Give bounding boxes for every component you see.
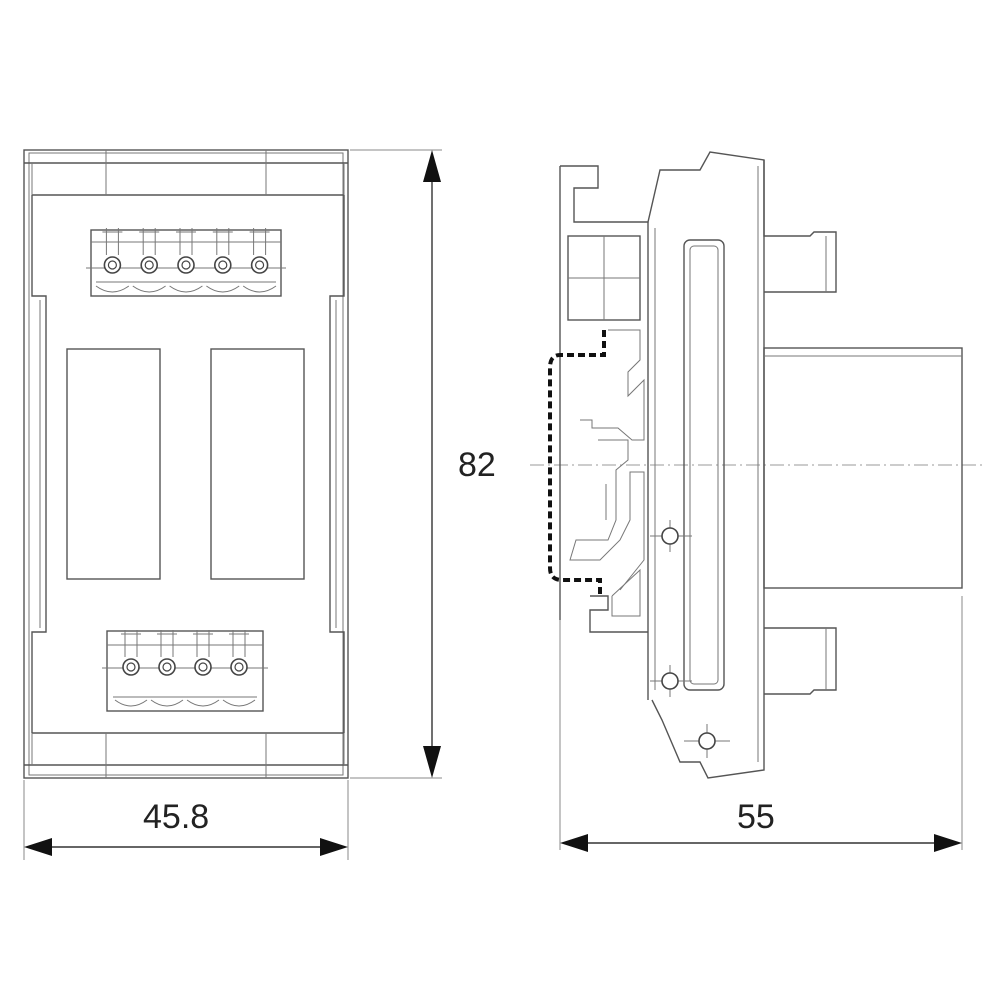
terminal-pin [242, 228, 277, 293]
right-window [210, 348, 305, 580]
bottom-terminal-block [102, 630, 268, 712]
height-dimension-label: 82 [458, 446, 496, 484]
terminal-pin [186, 630, 220, 707]
width-arrow-right [320, 838, 348, 856]
terminal-pin [206, 228, 240, 293]
left-window [66, 348, 161, 580]
terminal-pin [150, 630, 184, 707]
top-terminal-block [86, 228, 286, 297]
height-arrow-bottom [423, 746, 441, 778]
height-arrow-top [423, 150, 441, 182]
terminal-pin [132, 228, 166, 293]
side-view [530, 151, 985, 852]
terminal-pin [95, 228, 130, 293]
width-arrow-left [24, 838, 52, 856]
terminal-pin [114, 630, 148, 707]
terminal-pin [169, 228, 203, 293]
side-screws [650, 520, 730, 758]
height-dimension [350, 149, 442, 779]
width-dimension-label: 45.8 [143, 798, 210, 836]
front-view [23, 149, 349, 860]
depth-arrow-left [560, 834, 588, 852]
din-rail [548, 330, 606, 598]
depth-arrow-right [934, 834, 962, 852]
depth-dimension-label: 55 [737, 798, 775, 836]
terminal-pin [222, 630, 256, 707]
